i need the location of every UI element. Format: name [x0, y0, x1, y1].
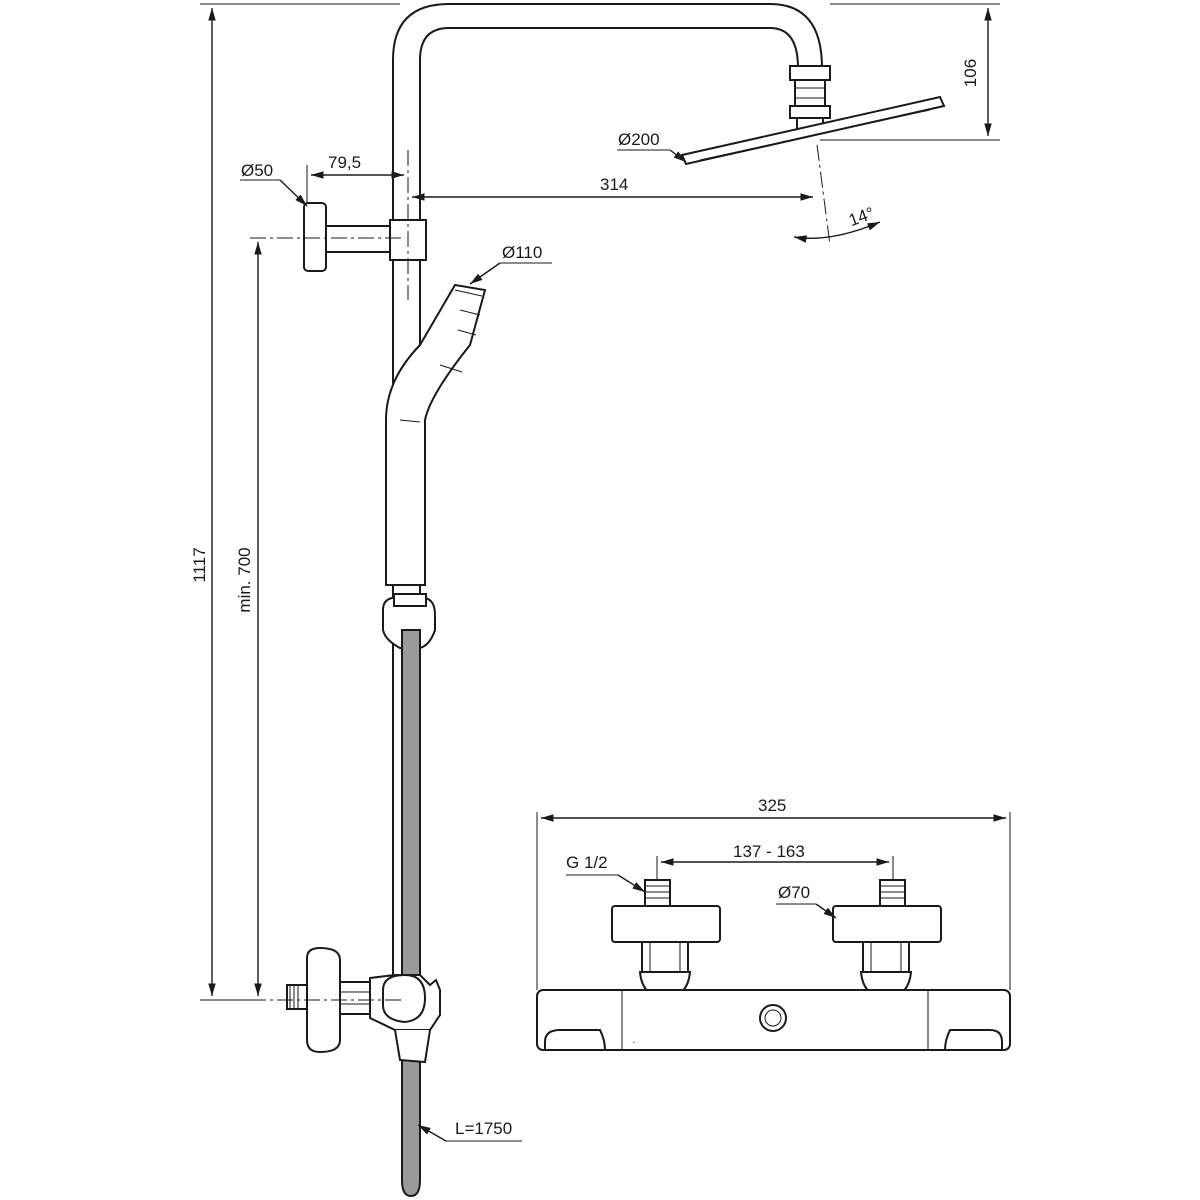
dimension-bracket-offset: 79,5 — [306, 153, 404, 203]
dimension-head-diameter: Ø200 — [617, 130, 687, 163]
centerlines — [250, 144, 831, 1001]
mixer-side-view — [286, 946, 441, 1064]
left-inlet — [611, 879, 721, 1002]
handshower-holder — [382, 597, 436, 649]
dimension-mixer-width: 325 — [536, 796, 1011, 990]
dimension-handshower-diameter: Ø110 — [469, 243, 552, 285]
handshower-diameter-label: Ø110 — [502, 243, 542, 262]
wall-bracket-diameter-label: Ø50 — [241, 161, 273, 180]
head-angle-label: 14° — [846, 203, 877, 230]
escutcheon-diameter-label: Ø70 — [778, 883, 810, 902]
overall-height-label: 1117 — [190, 547, 209, 582]
right-inlet — [832, 879, 942, 1002]
head-diameter-label: Ø200 — [618, 130, 660, 149]
ball-joint — [794, 79, 826, 107]
hand-shower — [385, 283, 487, 586]
dimension-head-angle: 14° — [793, 203, 881, 243]
bracket-offset-label: 79,5 — [328, 153, 361, 172]
dimension-head-drop: 106 — [820, 3, 1000, 141]
dimension-connection-thread: G 1/2 — [566, 853, 646, 893]
shower-hose — [401, 629, 421, 1198]
mixer-width-label: 325 — [758, 796, 786, 815]
arm-nut — [789, 65, 831, 81]
dimension-escutcheon-diameter: Ø70 — [776, 883, 837, 919]
hose-length-label: L=1750 — [455, 1119, 512, 1138]
dimension-hose-length: L=1750 — [417, 1119, 522, 1142]
shower-column — [286, 3, 946, 1198]
dimension-wall-bracket: Ø50 — [240, 161, 308, 207]
dimension-min-height: min. 700 — [235, 242, 262, 996]
svg-text:·: · — [630, 1041, 640, 1044]
mixer-outlet — [759, 1004, 787, 1032]
dimension-overall-height: 1117 — [190, 3, 400, 1001]
min-height-label: min. 700 — [235, 547, 254, 612]
head-drop-label: 106 — [961, 59, 980, 87]
inlet-spacing-label: 137 - 163 — [733, 842, 805, 861]
mixer-front-view: · — [536, 879, 1011, 1051]
arm-reach-label: 314 — [600, 175, 628, 194]
dimension-arm-reach: 314 — [412, 175, 813, 201]
connection-thread-label: G 1/2 — [566, 853, 608, 872]
dimension-inlet-spacing: 137 - 163 — [656, 842, 894, 880]
